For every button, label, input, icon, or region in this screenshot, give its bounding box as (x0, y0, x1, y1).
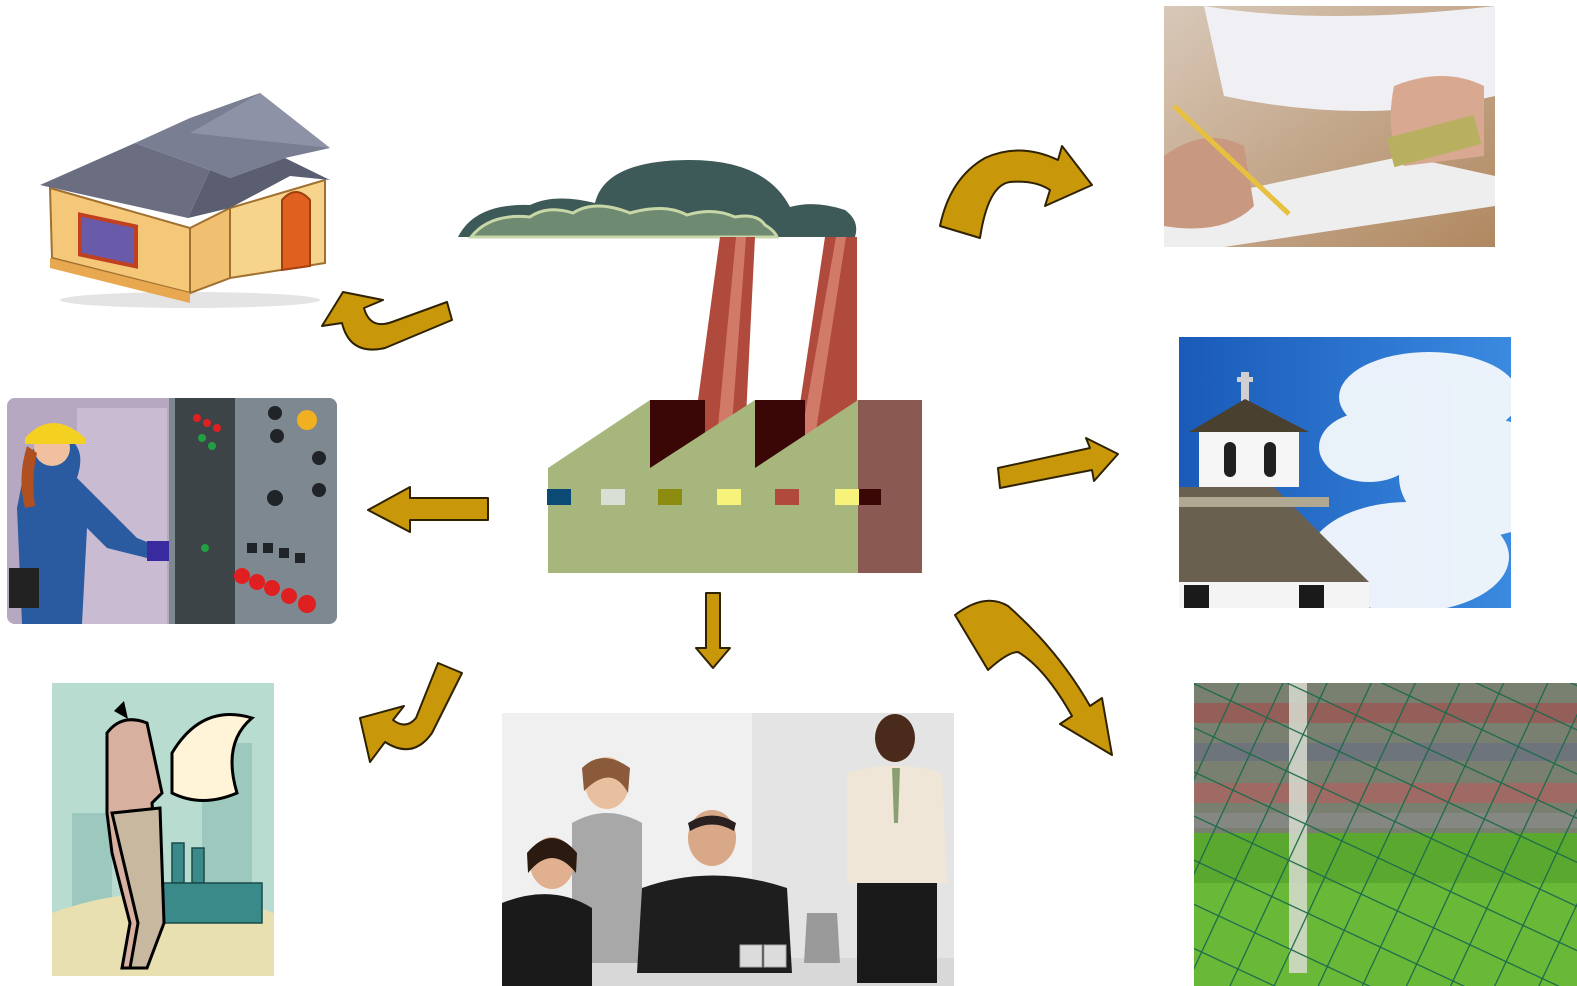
signing-document-photo (1164, 6, 1495, 247)
church-steeple-photo-icon (1179, 337, 1511, 608)
arrow-to-meeting (695, 592, 731, 669)
arrow-to-soccer (954, 599, 1113, 756)
business-meeting-photo (502, 713, 954, 986)
arrow-to-office-worker (359, 662, 463, 763)
church-steeple-photo (1179, 337, 1511, 608)
house-icon (40, 93, 330, 308)
arrow-to-signing (939, 145, 1093, 239)
control-panel-worker-illustration (7, 398, 337, 624)
factory-icon (458, 159, 922, 573)
office-worker-clipart-icon (52, 683, 274, 976)
office-worker-clipart (52, 683, 274, 976)
business-meeting-photo-icon (502, 713, 954, 986)
control-panel-worker-icon (7, 398, 337, 624)
factory-illustration (455, 155, 925, 577)
arrow-to-control-panel (367, 486, 489, 533)
house-illustration (40, 88, 332, 310)
signing-document-photo-icon (1164, 6, 1495, 247)
soccer-goal-net-photo (1194, 683, 1577, 986)
arrow-to-church (997, 437, 1119, 489)
arrow-to-house (321, 291, 453, 351)
factory-building (548, 400, 858, 573)
soccer-goal-net-photo-icon (1194, 683, 1577, 986)
